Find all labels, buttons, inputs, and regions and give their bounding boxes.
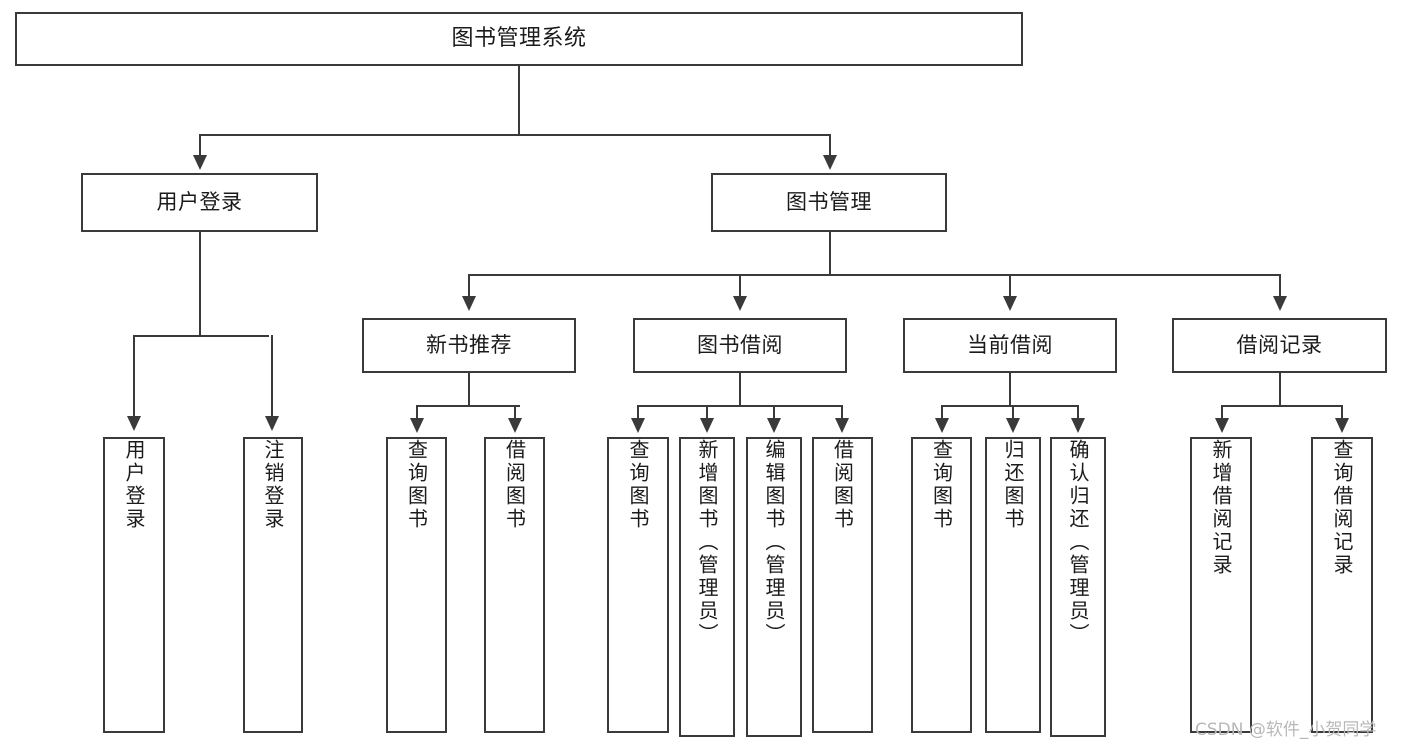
leaf-edit-book-label: 编辑图书（管理员）	[762, 439, 786, 646]
leaf-return-book[interactable]: 归还图书	[985, 437, 1041, 733]
arrow-bm-to-borrow	[733, 296, 747, 311]
arrow-bb-to-leaf-2	[700, 418, 714, 433]
connector-cb-to-leaf-1	[941, 405, 943, 419]
leaf-logout[interactable]: 注销登录	[243, 437, 303, 733]
node-user-login[interactable]: 用户登录	[81, 173, 318, 232]
arrow-root-to-book-manage	[823, 155, 837, 170]
connector-bm-to-new-book	[468, 274, 470, 296]
connector-current-stem	[1009, 373, 1011, 407]
connector-root-stem	[518, 66, 520, 135]
connector-bm-to-borrow	[739, 274, 741, 296]
connector-br-to-leaf-1	[1221, 405, 1223, 419]
connector-user-login-bus	[133, 335, 269, 337]
connector-root-bus	[199, 134, 831, 136]
arrow-bb-to-leaf-3	[767, 418, 781, 433]
connector-nb-to-leaf-2	[514, 405, 516, 419]
csdn-watermark: CSDN @软件_小贺同学	[1195, 720, 1377, 740]
connector-borrow-stem	[739, 373, 741, 407]
leaf-query-book-1[interactable]: 查询图书	[386, 437, 447, 733]
connector-bb-to-leaf-1	[637, 405, 639, 419]
arrow-cb-to-leaf-3	[1071, 418, 1085, 433]
node-borrow-record-label: 借阅记录	[1236, 333, 1323, 358]
connector-record-bus	[1221, 405, 1343, 407]
node-root[interactable]: 图书管理系统	[15, 12, 1023, 66]
connector-current-bus	[941, 405, 1078, 407]
arrow-bb-to-leaf-4	[835, 418, 849, 433]
connector-user-login-stem	[199, 232, 201, 336]
node-user-login-label: 用户登录	[156, 190, 243, 215]
leaf-query-record-label: 查询借阅记录	[1330, 439, 1354, 577]
connector-br-to-leaf-2	[1341, 405, 1343, 419]
arrow-user-login-to-leaf-2	[265, 416, 279, 431]
leaf-borrow-book-1[interactable]: 借阅图书	[484, 437, 545, 733]
node-book-borrow[interactable]: 图书借阅	[633, 318, 847, 373]
node-book-manage-label: 图书管理	[786, 190, 872, 215]
leaf-edit-book[interactable]: 编辑图书（管理员）	[746, 437, 802, 737]
leaf-logout-label: 注销登录	[261, 439, 285, 531]
connector-root-to-book-manage	[829, 134, 831, 156]
connector-book-manage-stem	[829, 232, 831, 275]
arrow-cb-to-leaf-1	[935, 418, 949, 433]
leaf-return-book-label: 归还图书	[1001, 439, 1025, 531]
arrow-nb-to-leaf-2	[508, 418, 522, 433]
connector-record-stem	[1279, 373, 1281, 407]
leaf-query-book-3[interactable]: 查询图书	[911, 437, 972, 733]
connector-cb-to-leaf-2	[1012, 405, 1014, 419]
arrow-nb-to-leaf-1	[410, 418, 424, 433]
connector-bm-to-record	[1279, 274, 1281, 296]
connector-borrow-bus	[637, 405, 843, 407]
leaf-borrow-book-2[interactable]: 借阅图书	[812, 437, 873, 733]
node-current-borrow-label: 当前借阅	[967, 333, 1053, 358]
arrow-br-to-leaf-2	[1335, 418, 1349, 433]
arrow-bm-to-record	[1273, 296, 1287, 311]
arrow-user-login-to-leaf-1	[127, 416, 141, 431]
leaf-borrow-book-1-label: 借阅图书	[502, 439, 527, 531]
node-current-borrow[interactable]: 当前借阅	[903, 318, 1117, 373]
leaf-borrow-book-2-label: 借阅图书	[830, 439, 855, 531]
leaf-add-book[interactable]: 新增图书（管理员）	[679, 437, 735, 737]
leaf-query-book-2-label: 查询图书	[626, 439, 650, 531]
node-root-label: 图书管理系统	[451, 26, 587, 52]
node-book-borrow-label: 图书借阅	[697, 333, 783, 358]
connector-book-manage-bus	[468, 274, 1281, 276]
connector-root-to-user-login	[199, 134, 201, 156]
arrow-bb-to-leaf-1	[631, 418, 645, 433]
leaf-confirm-return[interactable]: 确认归还（管理员）	[1050, 437, 1106, 737]
connector-cb-to-leaf-3	[1077, 405, 1079, 419]
arrow-bm-to-new-book	[462, 296, 476, 311]
leaf-user-login[interactable]: 用户登录	[103, 437, 165, 733]
connector-nb-to-leaf-1	[416, 405, 418, 419]
leaf-add-record[interactable]: 新增借阅记录	[1190, 437, 1252, 733]
leaf-query-record[interactable]: 查询借阅记录	[1311, 437, 1373, 733]
node-book-manage[interactable]: 图书管理	[711, 173, 947, 232]
node-borrow-record[interactable]: 借阅记录	[1172, 318, 1387, 373]
connector-user-login-to-leaf-1	[133, 335, 135, 417]
node-new-book-recommend-label: 新书推荐	[426, 333, 512, 358]
leaf-query-book-2[interactable]: 查询图书	[607, 437, 669, 733]
arrow-cb-to-leaf-2	[1006, 418, 1020, 433]
arrow-root-to-user-login	[193, 155, 207, 170]
connector-bb-to-leaf-2	[706, 405, 708, 419]
leaf-query-book-1-label: 查询图书	[404, 439, 429, 531]
connector-bm-to-current	[1009, 274, 1011, 296]
node-new-book-recommend[interactable]: 新书推荐	[362, 318, 576, 373]
connector-new-book-stem	[468, 373, 470, 407]
leaf-add-book-label: 新增图书（管理员）	[695, 439, 719, 646]
connector-new-book-bus	[416, 405, 520, 407]
arrow-br-to-leaf-1	[1215, 418, 1229, 433]
connector-bb-to-leaf-4	[841, 405, 843, 419]
arrow-bm-to-current	[1003, 296, 1017, 311]
leaf-user-login-label: 用户登录	[122, 439, 146, 531]
leaf-add-record-label: 新增借阅记录	[1209, 439, 1233, 577]
leaf-query-book-3-label: 查询图书	[929, 439, 954, 531]
connector-user-login-to-leaf-2	[271, 335, 273, 417]
connector-bb-to-leaf-3	[773, 405, 775, 419]
leaf-confirm-return-label: 确认归还（管理员）	[1066, 439, 1090, 646]
